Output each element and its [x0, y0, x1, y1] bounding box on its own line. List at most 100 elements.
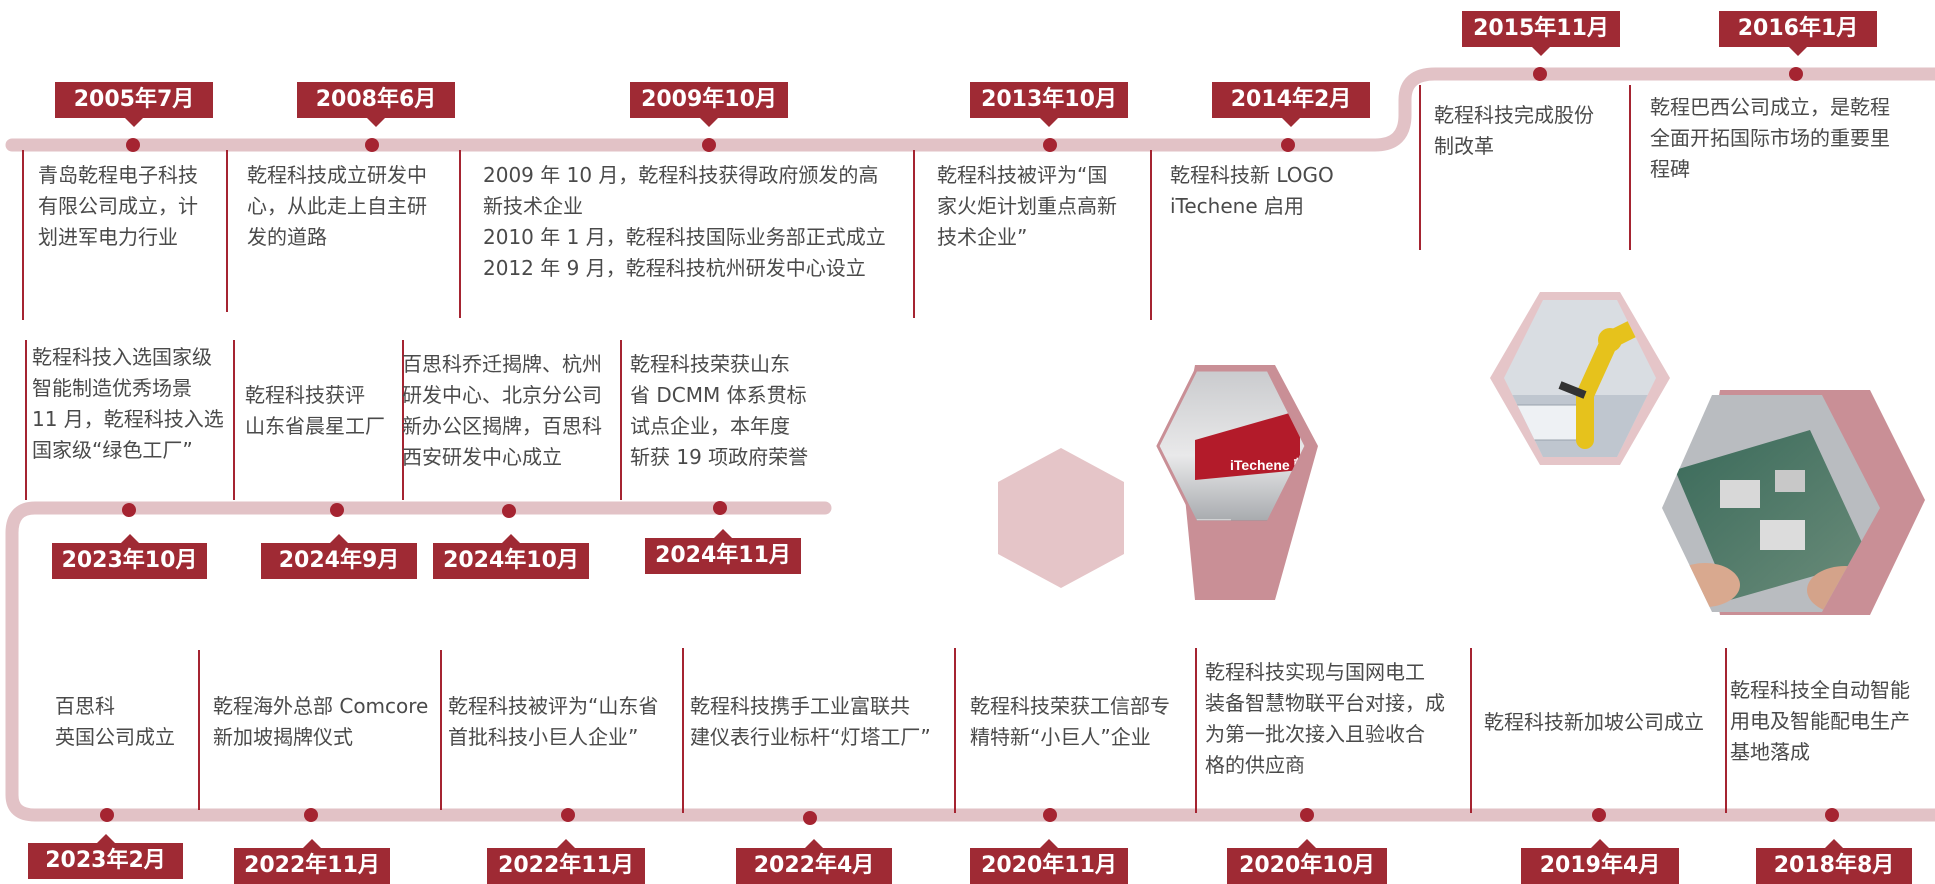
- milestone-top-description-line: 2010 年 1 月，乾程科技国际业务部正式成立: [483, 225, 886, 249]
- milestone-bottom-description-line: 装备智慧物联平台对接，成: [1205, 691, 1445, 715]
- milestone-top-divider: [459, 150, 461, 318]
- milestone-top-date-tag: 2014年2月: [1212, 82, 1370, 127]
- milestone-bottom-dot: [100, 808, 114, 822]
- milestone-top-divider: [1629, 85, 1631, 250]
- milestone-middle-description-line: 西安研发中心成立: [402, 445, 562, 469]
- milestone-top-description: 乾程科技完成股份制改革: [1434, 100, 1594, 162]
- milestone-top-dot: [1533, 67, 1547, 81]
- milestone-bottom-divider: [1725, 648, 1727, 813]
- milestone-middle-divider: [620, 340, 622, 500]
- milestone-top-description-line: 制改革: [1434, 134, 1494, 158]
- milestone-top-description-line: 心，从此走上自主研: [247, 194, 427, 218]
- milestone-bottom-description: 乾程科技新加坡公司成立: [1484, 707, 1704, 738]
- milestone-top-description-line: 青岛乾程电子科技: [38, 163, 198, 187]
- milestone-bottom-date-tag: 2022年11月: [487, 839, 645, 884]
- milestone-middle-description: 百思科乔迁揭牌、杭州研发中心、北京分公司新办公区揭牌，百思科西安研发中心成立: [402, 349, 602, 473]
- milestone-middle-description: 乾程科技荣获山东省 DCMM 体系贯标试点企业，本年度斩获 19 项政府荣誉: [630, 349, 808, 473]
- circuit-board-photo: [1662, 395, 1880, 612]
- milestone-bottom-divider: [1195, 648, 1197, 813]
- milestone-bottom-date-tag: 2022年4月: [736, 839, 892, 884]
- milestone-bottom-divider: [198, 650, 200, 810]
- milestone-bottom-description-line: 为第一批次接入且验收合: [1205, 722, 1425, 746]
- milestone-middle-description-line: 11 月，乾程科技入选: [32, 407, 224, 431]
- milestone-bottom-description-line: 乾程科技携手工业富联共: [690, 694, 910, 718]
- milestone-top-divider: [913, 150, 915, 318]
- milestone-middle-dot: [122, 503, 136, 517]
- milestone-middle-description-line: 智能制造优秀场景: [32, 376, 192, 400]
- milestone-top-description: 青岛乾程电子科技有限公司成立，计划进军电力行业: [38, 160, 198, 253]
- milestone-top-dot: [126, 138, 140, 152]
- milestone-top-divider: [22, 150, 24, 320]
- milestone-top-description-line: 2012 年 9 月，乾程科技杭州研发中心设立: [483, 256, 866, 280]
- milestone-middle-description-line: 研发中心、北京分公司: [402, 383, 602, 407]
- milestone-top-date-tag: 2009年10月: [630, 82, 788, 127]
- milestone-middle-date-tag: 2023年10月: [52, 534, 207, 579]
- milestone-bottom-dot: [1300, 808, 1314, 822]
- milestone-top-divider: [1419, 85, 1421, 250]
- milestone-bottom-description: 乾程科技荣获工信部专精特新“小巨人”企业: [970, 691, 1170, 753]
- milestone-bottom-description-line: 基地落成: [1730, 740, 1810, 764]
- milestone-bottom-dot: [1592, 808, 1606, 822]
- milestone-top-dot: [365, 138, 379, 152]
- milestone-bottom-description-line: 乾程科技全自动智能: [1730, 678, 1910, 702]
- milestone-bottom-dot: [1825, 808, 1839, 822]
- milestone-middle-date-tag: 2024年9月: [261, 534, 417, 579]
- milestone-middle-description-line: 省 DCMM 体系贯标: [630, 383, 807, 407]
- lobby-sign-small: iTechene 乾程科技: [1230, 457, 1351, 473]
- milestone-bottom-date-tag: 2020年10月: [1227, 839, 1387, 884]
- milestone-top-description-line: 程碑: [1650, 157, 1690, 181]
- milestone-bottom-description-line: 乾程科技新加坡公司成立: [1484, 710, 1704, 734]
- milestone-top-date-tag: 2008年6月: [297, 82, 455, 127]
- milestone-middle-divider: [402, 340, 404, 500]
- milestone-bottom-description: 乾程科技实现与国网电工装备智慧物联平台对接，成为第一批次接入且验收合格的供应商: [1205, 657, 1445, 781]
- milestone-top-description-line: 乾程科技被评为“国: [937, 163, 1108, 187]
- milestone-middle-description-line: 乾程科技获评: [245, 383, 365, 407]
- milestone-top-description: 乾程巴西公司成立，是乾程全面开拓国际市场的重要里程碑: [1650, 92, 1890, 185]
- milestone-top-dot: [1043, 138, 1057, 152]
- milestone-bottom-description-line: 新加坡揭牌仪式: [213, 725, 353, 749]
- milestone-top-divider: [1150, 150, 1152, 320]
- milestone-bottom-description-line: 乾程科技被评为“山东省: [448, 694, 659, 718]
- milestone-bottom-description-line: 乾程科技荣获工信部专: [970, 694, 1170, 718]
- milestone-bottom-date-tag: 2019年4月: [1521, 839, 1679, 884]
- milestone-bottom-description-line: 首批科技小巨人企业”: [448, 725, 639, 749]
- milestone-middle-divider: [25, 340, 27, 500]
- milestone-bottom-description: 乾程科技被评为“山东省首批科技小巨人企业”: [448, 691, 658, 753]
- milestone-middle-description: 乾程科技获评山东省晨星工厂: [245, 380, 385, 442]
- milestone-top-dot: [702, 138, 716, 152]
- milestone-top-date-tag: 2005年7月: [55, 82, 213, 127]
- milestone-bottom-description-line: 百思科: [55, 694, 115, 718]
- milestone-top-divider: [226, 150, 228, 312]
- milestone-middle-date-tag: 2024年10月: [433, 534, 589, 579]
- milestone-bottom-description: 乾程科技全自动智能用电及智能配电生产基地落成: [1730, 675, 1910, 768]
- milestone-top-description-line: 划进军电力行业: [38, 225, 178, 249]
- milestone-top-description-line: 乾程巴西公司成立，是乾程: [1650, 95, 1890, 119]
- milestone-bottom-description-line: 乾程科技实现与国网电工: [1205, 660, 1425, 684]
- milestone-bottom-description-line: 建仪表行业标杆“灯塔工厂”: [690, 725, 931, 749]
- milestone-bottom-description-line: 用电及智能配电生产: [1730, 709, 1910, 733]
- milestone-bottom-description-line: 格的供应商: [1205, 753, 1305, 777]
- milestone-bottom-description: 百思科英国公司成立: [55, 691, 175, 753]
- milestone-bottom-date-tag: 2020年11月: [970, 839, 1128, 884]
- milestone-bottom-dot: [803, 811, 817, 825]
- milestone-top-description-line: 全面开拓国际市场的重要里: [1650, 126, 1890, 150]
- milestone-top-description-line: 发的道路: [247, 225, 327, 249]
- milestone-middle-description-line: 山东省晨星工厂: [245, 414, 385, 438]
- milestone-top-date-tag: 2013年10月: [970, 82, 1128, 127]
- milestone-bottom-date-tag: 2018年8月: [1756, 839, 1912, 884]
- milestone-top-description-line: 乾程科技成立研发中: [247, 163, 427, 187]
- milestone-bottom-dot: [304, 808, 318, 822]
- timeline-path: [5, 67, 1935, 822]
- milestone-top-description-line: 家火炬计划重点高新: [937, 194, 1117, 218]
- milestone-top-description-line: 技术企业”: [937, 225, 1028, 249]
- milestone-bottom-description: 乾程科技携手工业富联共建仪表行业标杆“灯塔工厂”: [690, 691, 931, 753]
- milestone-bottom-description-line: 英国公司成立: [55, 725, 175, 749]
- milestone-top-description-line: 有限公司成立，计: [38, 194, 198, 218]
- milestone-middle-description-line: 斩获 19 项政府荣誉: [630, 445, 809, 469]
- milestone-bottom-date-tag: 2023年2月: [28, 834, 183, 879]
- milestone-middle-dot: [713, 501, 727, 515]
